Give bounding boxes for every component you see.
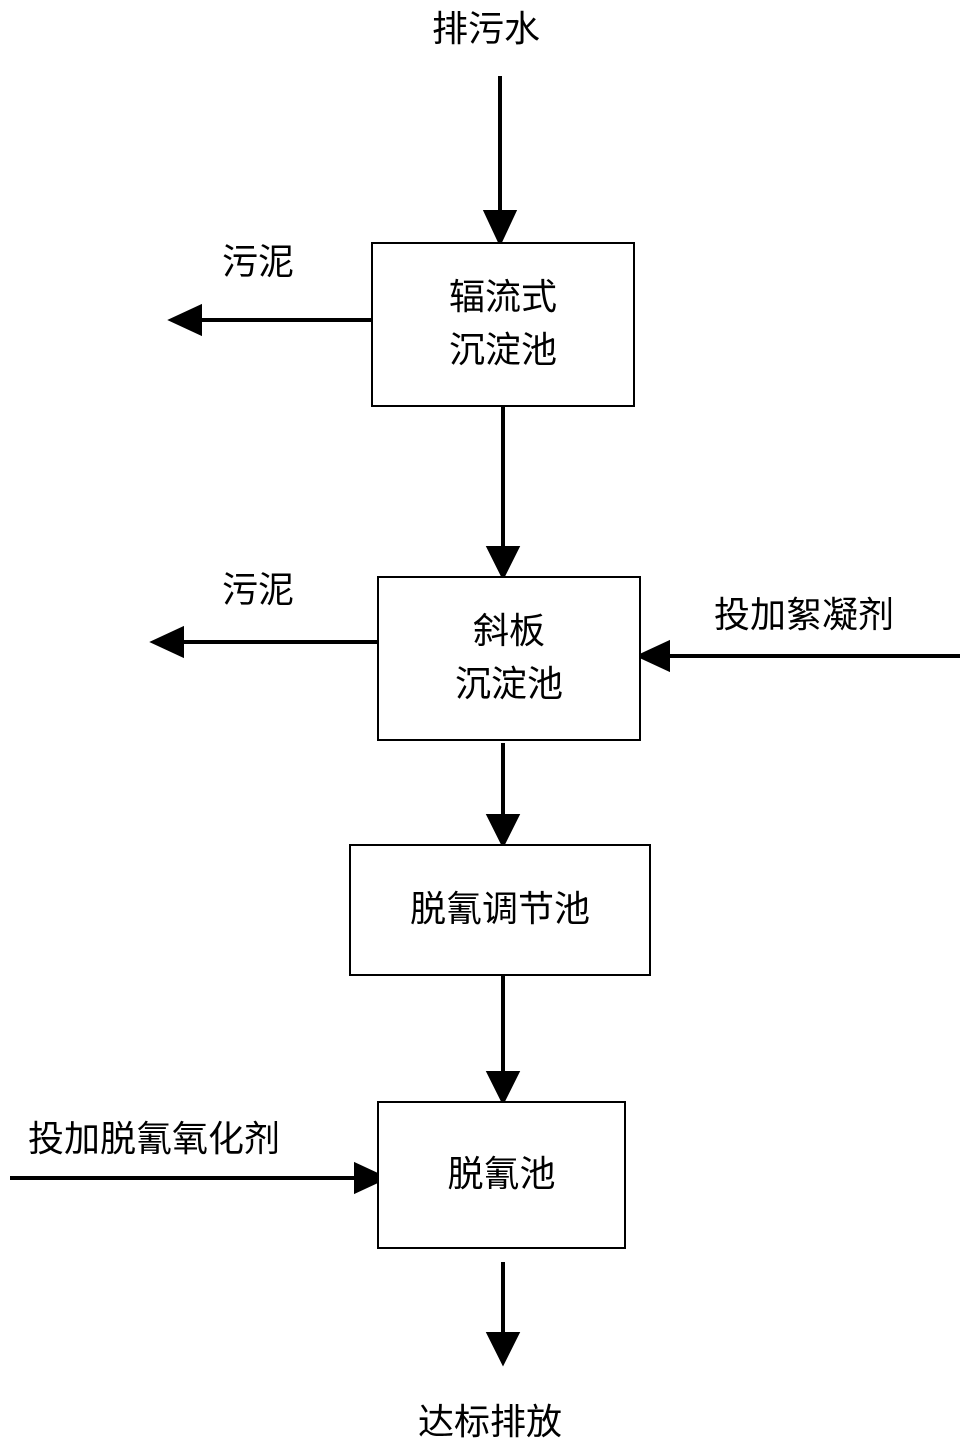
cyanide-removal-tank: 脱氰池 [377, 1101, 626, 1249]
adjust-tank-label: 脱氰调节池 [409, 888, 590, 930]
inclined-tank-line1: 斜板 [472, 611, 545, 653]
inclined-tank-line2: 沉淀池 [454, 663, 563, 705]
radial-tank-line1: 辐流式 [448, 277, 557, 319]
sludge-label-1: 污泥 [222, 242, 295, 283]
oxidant-label: 投加脱氰氧化剂 [28, 1119, 281, 1160]
removal-tank-label: 脱氰池 [447, 1153, 556, 1195]
wastewater-label: 排污水 [432, 9, 541, 50]
radial-tank-line2: 沉淀池 [448, 329, 557, 371]
sludge-label-2: 污泥 [222, 570, 295, 611]
flocculant-label: 投加絮凝剂 [714, 595, 895, 636]
inclined-plate-sedimentation-tank: 斜板 沉淀池 [377, 576, 641, 741]
radial-flow-sedimentation-tank: 辐流式 沉淀池 [371, 242, 635, 407]
cyanide-adjustment-tank: 脱氰调节池 [349, 844, 651, 976]
discharge-label: 达标排放 [418, 1402, 563, 1443]
